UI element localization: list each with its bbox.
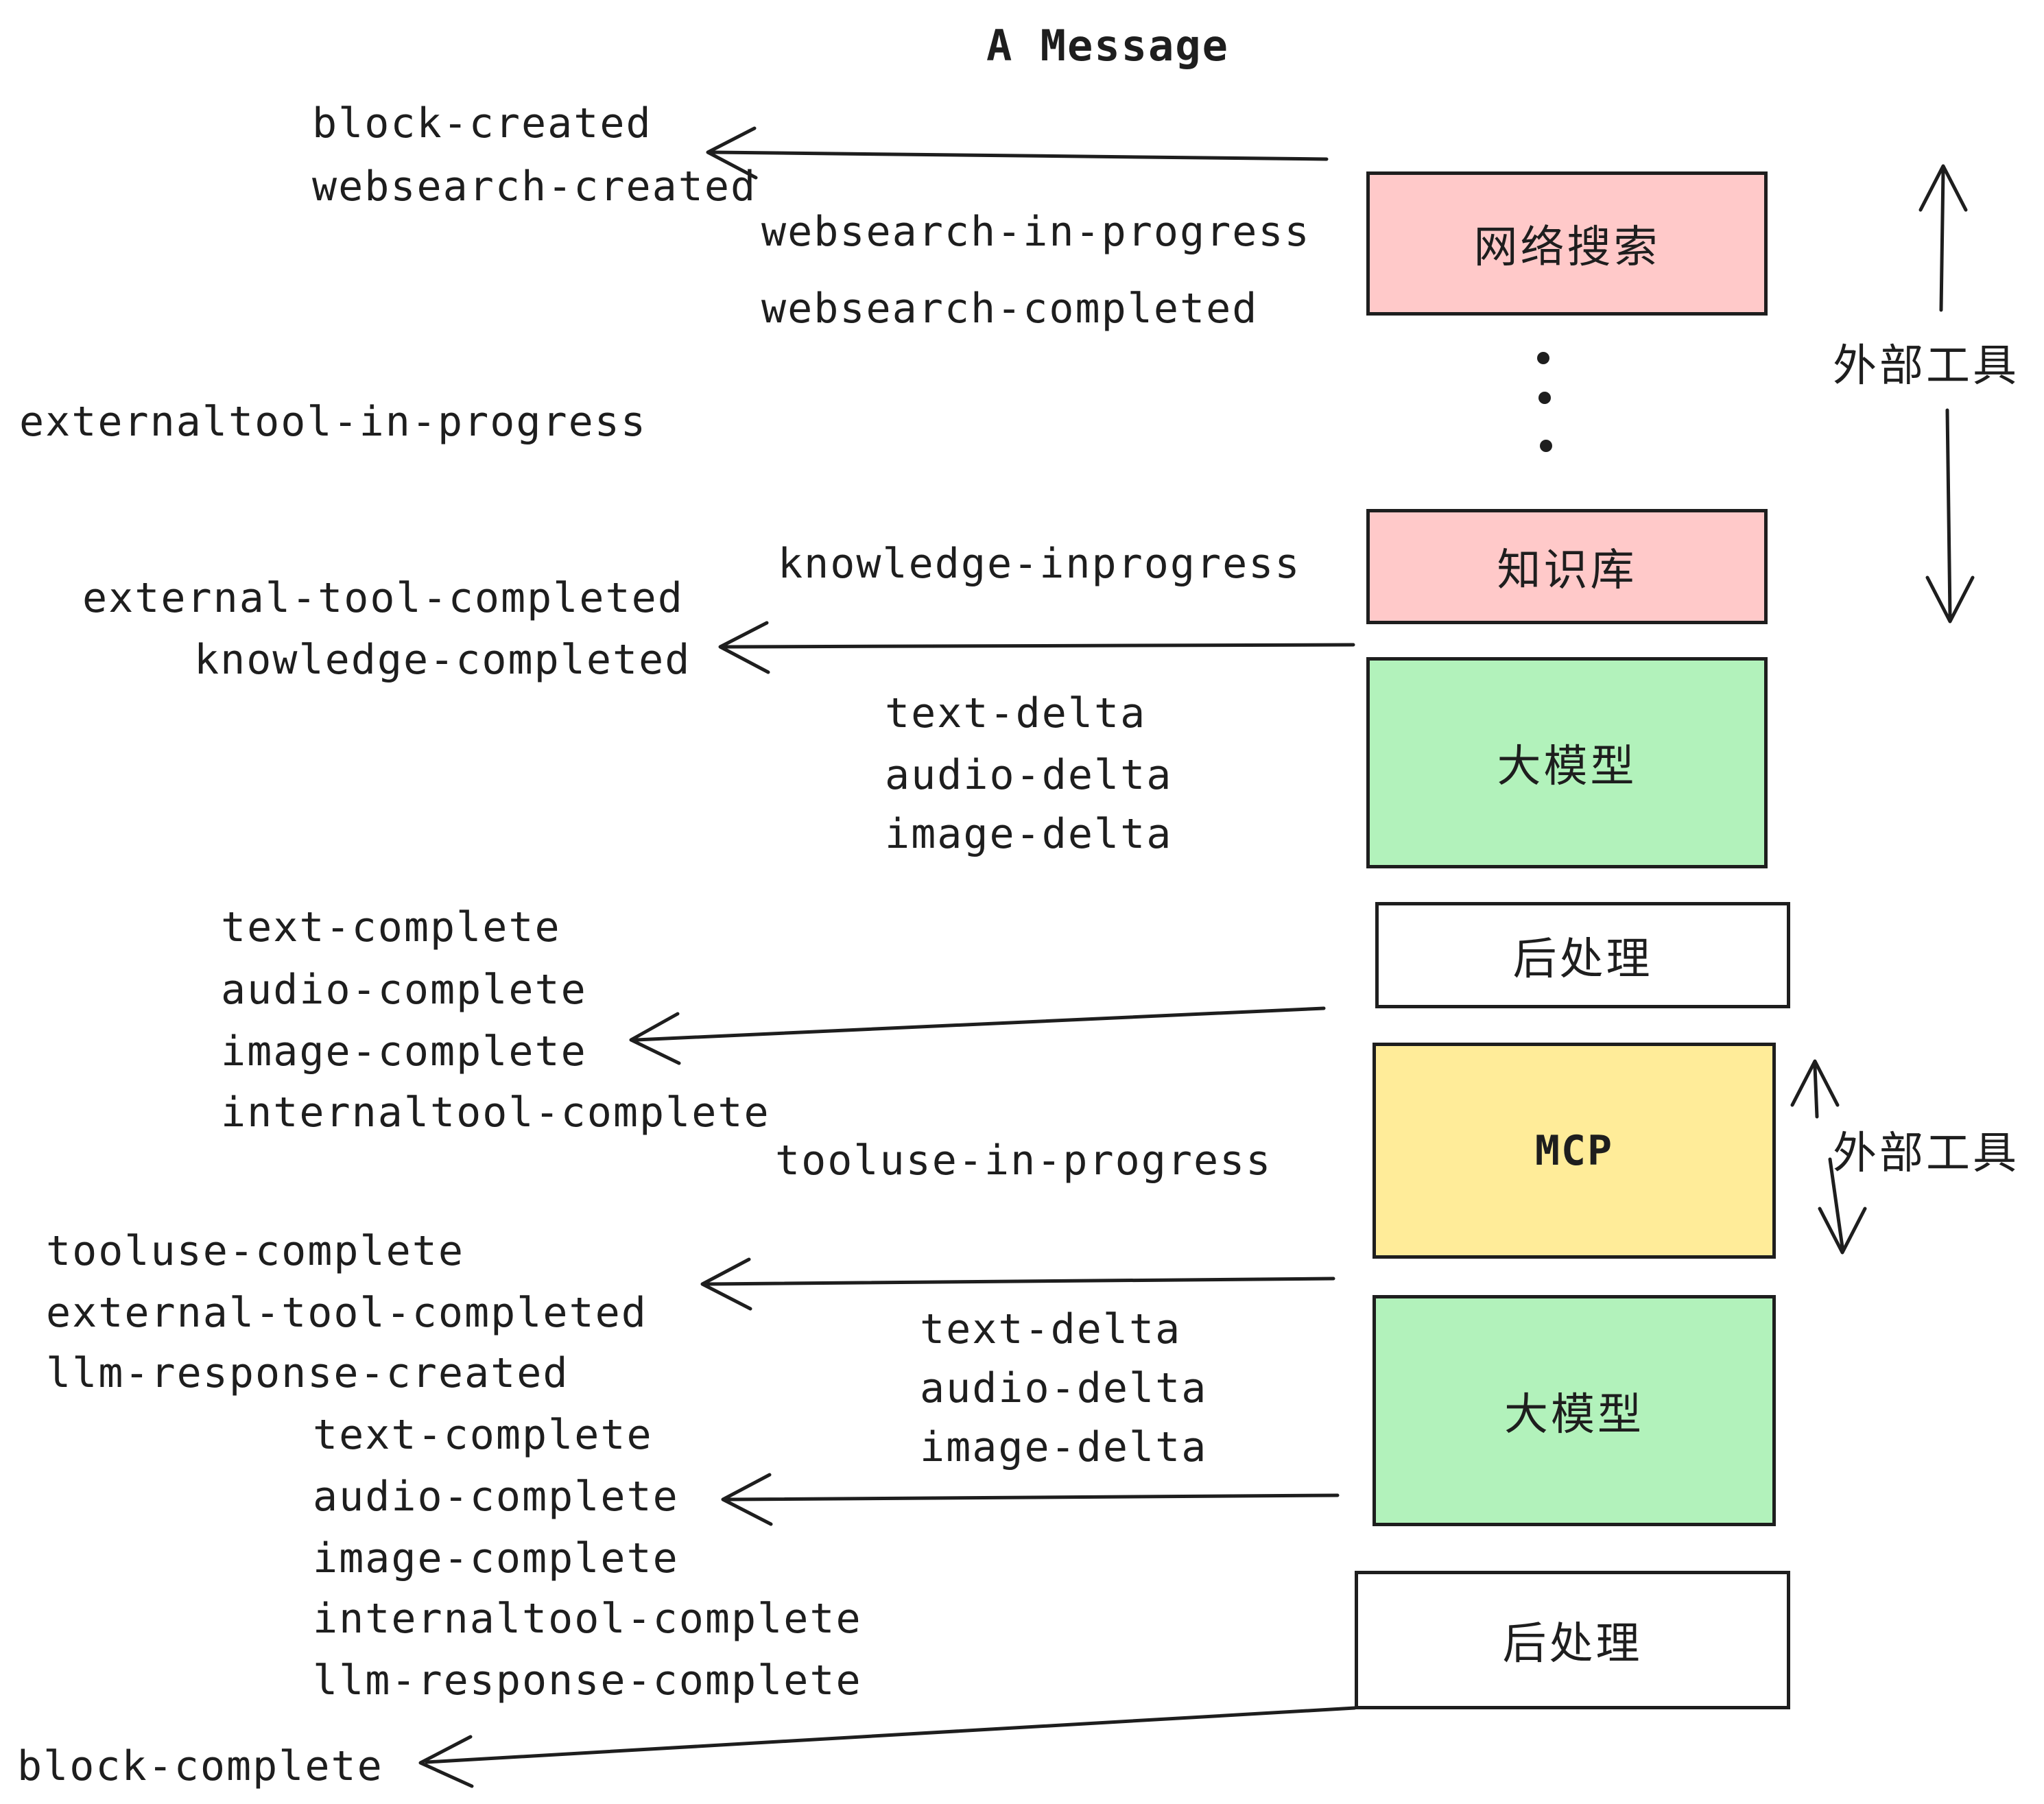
arrow-post1-to-complete [634, 1006, 1326, 1042]
external-tools-1-arrow-up [1939, 169, 1945, 312]
node-knowledge: 知识库 [1366, 509, 1768, 624]
event-label-text-delta-2: text-delta [920, 1305, 1182, 1353]
event-label-websearch-created: websearch-created [312, 163, 757, 211]
event-label-knowledge-inprogress: knowledge-inprogress [778, 540, 1301, 588]
arrow-knowledge-to-completed [724, 643, 1355, 649]
event-label-block-created: block-created [312, 99, 652, 147]
ellipsis-dot-2 [1538, 392, 1551, 404]
node-mcp-label: MCP [1534, 1126, 1614, 1175]
event-label-tooluse-complete: tooluse-complete [46, 1227, 464, 1275]
event-label-text-complete-2: text-complete [313, 1411, 653, 1459]
node-llm-2-label: 大模型 [1504, 1389, 1644, 1440]
node-websearch: 网络搜索 [1366, 171, 1768, 316]
event-label-external-tool-completed-2: external-tool-completed [46, 1289, 647, 1337]
node-llm-1-label: 大模型 [1497, 741, 1637, 792]
event-label-tooluse-in-progress: tooluse-in-progress [775, 1137, 1272, 1185]
arrow-post2-to-block-complete [425, 1706, 1357, 1764]
arrowhead-post2-to-block-complete [418, 1735, 474, 1788]
event-label-websearch-in-progress: websearch-in-progress [761, 208, 1311, 256]
event-label-llm-response-created: llm-response-created [46, 1349, 569, 1397]
node-postprocess-2-label: 后处理 [1502, 1619, 1643, 1670]
event-label-image-delta-1: image-delta [885, 810, 1173, 858]
diagram-title: A Message [986, 21, 1229, 71]
external-tools-label-2: 外部工具 [1833, 1128, 2019, 1179]
node-postprocess-1-label: 后处理 [1512, 934, 1653, 985]
node-websearch-label: 网络搜索 [1473, 222, 1661, 273]
event-label-audio-delta-2: audio-delta [920, 1364, 1208, 1412]
arrowhead-post1-to-complete [629, 1012, 681, 1065]
event-label-internaltool-complete-1: internaltool-complete [221, 1089, 770, 1137]
event-label-llm-response-complete: llm-response-complete [313, 1657, 862, 1705]
node-postprocess-1: 后处理 [1375, 902, 1790, 1008]
event-label-text-delta-1: text-delta [885, 689, 1147, 737]
event-label-text-complete-1: text-complete [221, 903, 561, 951]
node-llm-2: 大模型 [1372, 1295, 1776, 1526]
event-label-externaltool-in-progress: externaltool-in-progress [19, 398, 647, 446]
ellipsis-dot-1 [1537, 352, 1549, 364]
event-label-knowledge-completed: knowledge-completed [194, 636, 691, 684]
arrow-websearch-to-created [711, 150, 1329, 161]
event-label-internaltool-complete-2: internaltool-complete [313, 1595, 862, 1643]
node-knowledge-label: 知识库 [1497, 545, 1637, 596]
event-label-image-complete-1: image-complete [221, 1028, 587, 1076]
arrowhead-mcp-to-tooluse-complete [700, 1257, 752, 1311]
external-tools-1-arrowhead-down [1925, 575, 1975, 624]
external-tools-1-arrowhead-up [1918, 164, 1968, 212]
external-tools-2-arrow-up [1813, 1065, 1819, 1119]
event-label-websearch-completed: websearch-completed [761, 285, 1259, 333]
node-postprocess-2: 后处理 [1355, 1571, 1790, 1709]
event-label-external-tool-completed-1: external-tool-completed [82, 574, 684, 622]
event-label-image-complete-2: image-complete [313, 1534, 679, 1582]
external-tools-1-arrow-down [1945, 408, 1952, 618]
ellipsis-dot-3 [1540, 440, 1552, 452]
event-label-audio-complete-2: audio-complete [313, 1473, 679, 1521]
arrow-llm2-to-complete [726, 1493, 1340, 1502]
arrowhead-llm2-to-complete [721, 1473, 773, 1526]
event-label-audio-complete-1: audio-complete [221, 966, 587, 1014]
event-label-image-delta-2: image-delta [920, 1423, 1208, 1471]
external-tools-label-1: 外部工具 [1833, 341, 2019, 392]
arrowhead-knowledge-to-completed [718, 621, 770, 674]
event-label-audio-delta-1: audio-delta [885, 751, 1173, 799]
node-mcp: MCP [1372, 1043, 1776, 1259]
node-llm-1: 大模型 [1366, 657, 1768, 868]
event-label-block-complete: block-complete [17, 1742, 383, 1790]
arrow-mcp-to-tooluse-complete [706, 1277, 1335, 1286]
external-tools-2-arrowhead-down [1818, 1207, 1867, 1255]
external-tools-2-arrowhead-up [1790, 1059, 1840, 1107]
